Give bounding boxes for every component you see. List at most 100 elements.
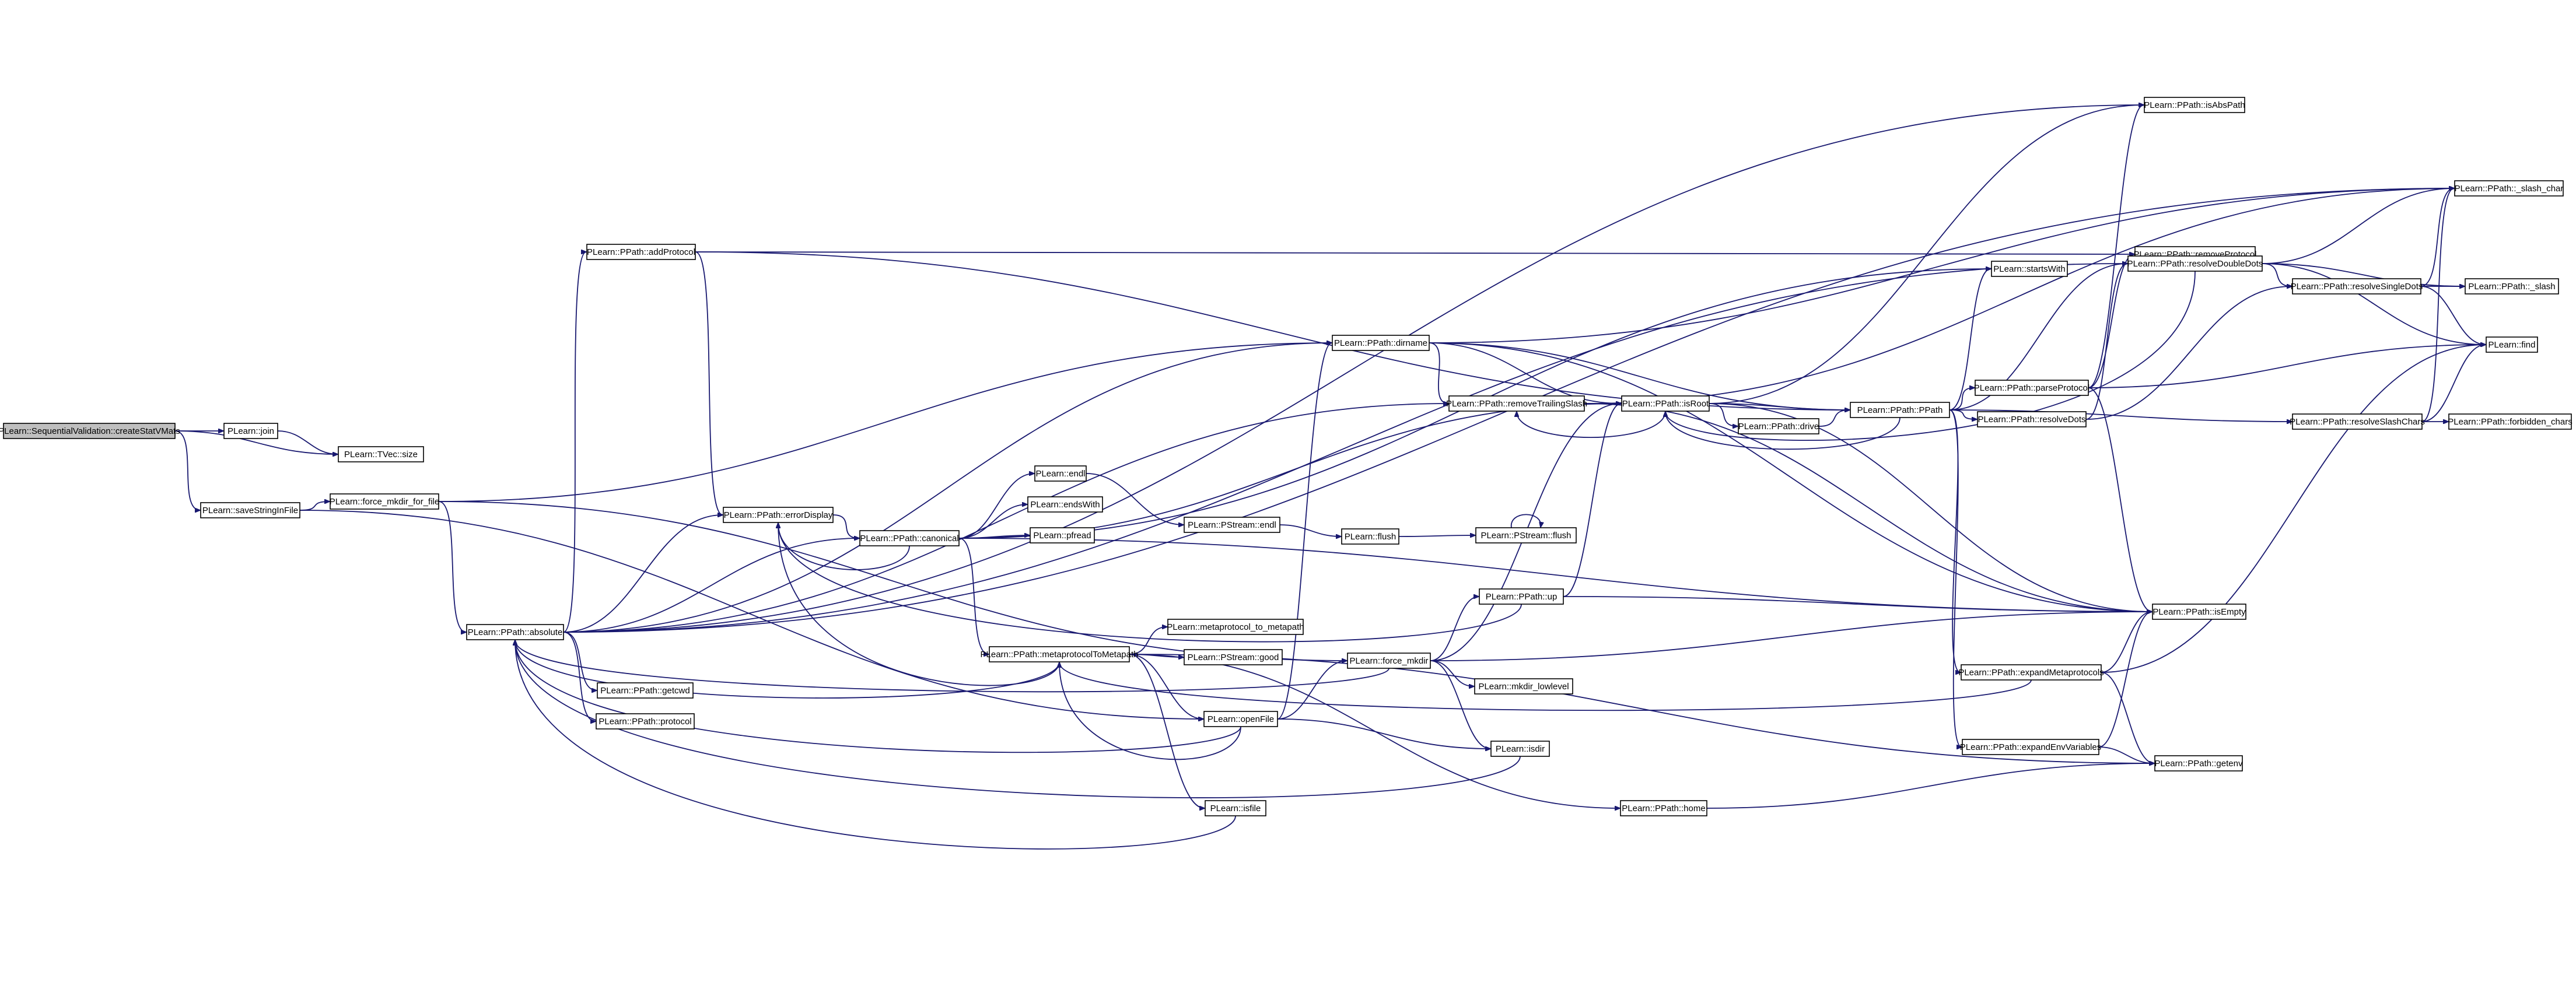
node-label: PLearn::PPath::forbidden_chars	[2448, 417, 2572, 427]
call-edge	[515, 640, 1521, 798]
node-home[interactable]: PLearn::PPath::home	[1620, 800, 1707, 816]
call-edge	[1706, 763, 2154, 809]
node-resolve-dots[interactable]: PLearn::PPath::resolveDots	[1977, 411, 2087, 427]
node-label: PLearn::SequentialValidation::createStat…	[0, 426, 180, 436]
call-edge	[1949, 264, 2127, 411]
call-edge	[2085, 264, 2127, 420]
call-edge	[2421, 188, 2454, 422]
call-edge	[563, 538, 859, 633]
node-label: PLearn::PPath::_slash	[2468, 282, 2555, 292]
node-metaprotocol-to-metapath-fn[interactable]: PLearn::metaprotocol_to_metapath	[1167, 619, 1304, 635]
edges-layer	[174, 105, 2486, 850]
call-edge	[958, 538, 989, 654]
call-edge	[1949, 409, 1961, 672]
node-label: PLearn::PPath::resolveDots	[1978, 415, 2085, 425]
call-edge	[277, 430, 338, 454]
node-force-mkdir[interactable]: PLearn::force_mkdir	[1347, 653, 1431, 669]
call-edge	[1129, 654, 2154, 763]
node-slash-char[interactable]: PLearn::PPath::_slash_char	[2454, 180, 2564, 197]
call-edge	[1429, 342, 2152, 612]
call-edge	[1277, 718, 1490, 749]
node-find[interactable]: PLearn::find	[2486, 336, 2538, 353]
node-open-file[interactable]: PLearn::openFile	[1203, 711, 1278, 727]
node-is-abs-path[interactable]: PLearn::PPath::isAbsPath	[2144, 97, 2245, 113]
node-label: PLearn::endsWith	[1030, 500, 1100, 510]
call-edge	[1511, 514, 1541, 528]
node-resolve-double-dots[interactable]: PLearn::PPath::resolveDoubleDots	[2127, 255, 2263, 272]
node-is-empty[interactable]: PLearn::PPath::isEmpty	[2152, 604, 2246, 620]
node-force-mkdir-for-file[interactable]: PLearn::force_mkdir_for_file	[330, 493, 439, 510]
node-label: PLearn::PPath::getenv	[2155, 759, 2243, 769]
node-label: PLearn::PPath::resolveSingleDots	[2291, 282, 2423, 292]
node-endl[interactable]: PLearn::endl	[1034, 465, 1087, 482]
node-isdir[interactable]: PLearn::isdir	[1490, 741, 1550, 757]
call-edge	[958, 504, 1027, 539]
node-dirname[interactable]: PLearn::PPath::dirname	[1332, 335, 1430, 351]
node-add-protocol[interactable]: PLearn::PPath::addProtocol	[586, 244, 696, 260]
node-getcwd[interactable]: PLearn::PPath::getcwd	[597, 682, 694, 699]
node-label: PLearn::PPath::up	[1486, 592, 1558, 602]
node-label: PLearn::PPath::isAbsPath	[2144, 100, 2245, 110]
node-tvec-size[interactable]: PLearn::TVec::size	[338, 446, 424, 462]
node-expand-metaprotocols[interactable]: PLearn::PPath::expandMetaprotocols	[1958, 664, 2104, 681]
call-edge	[832, 514, 859, 538]
node-resolve-slash-chars[interactable]: PLearn::PPath::resolveSlashChars	[2290, 413, 2425, 430]
node-drive[interactable]: PLearn::PPath::drive	[1738, 418, 1819, 434]
node-getenv[interactable]: PLearn::PPath::getenv	[2154, 755, 2243, 771]
node-label: PLearn::PPath::drive	[1738, 422, 1819, 432]
node-parse-protocol[interactable]: PLearn::PPath::parseProtocol	[1974, 380, 2090, 396]
call-edge	[1429, 342, 1448, 404]
node-protocol[interactable]: PLearn::PPath::protocol	[596, 713, 695, 730]
node-join[interactable]: PLearn::join	[223, 423, 278, 439]
node-label: PLearn::force_mkdir	[1349, 656, 1428, 666]
node-root[interactable]: PLearn::SequentialValidation::createStat…	[0, 423, 180, 439]
call-edge	[1429, 188, 2454, 343]
node-metaprotocol-to-metapath[interactable]: PLearn::PPath::metaprotocolToMetapath	[981, 646, 1139, 662]
node-label: PLearn::PPath::expandMetaprotocols	[1958, 668, 2104, 678]
call-edge	[2421, 345, 2486, 422]
node-ends-with[interactable]: PLearn::endsWith	[1027, 496, 1103, 513]
node-pfread[interactable]: PLearn::pfread	[1030, 527, 1095, 543]
node-starts-with[interactable]: PLearn::startsWith	[1991, 261, 2068, 277]
node-pstream-flush[interactable]: PLearn::PStream::flush	[1475, 527, 1577, 543]
call-edge	[1277, 661, 1347, 720]
node-remove-trailing-slash[interactable]: PLearn::PPath::removeTrailingSlash	[1446, 395, 1587, 412]
node-error-display[interactable]: PLearn::PPath::errorDisplay	[723, 507, 834, 523]
node-flush[interactable]: PLearn::flush	[1341, 528, 1399, 545]
node-forbidden-chars[interactable]: PLearn::PPath::forbidden_chars	[2448, 413, 2572, 430]
node-mkdir-lowlevel[interactable]: PLearn::mkdir_lowlevel	[1474, 678, 1573, 695]
node-absolute[interactable]: PLearn::PPath::absolute	[466, 624, 564, 640]
node-label: PLearn::force_mkdir_for_file	[330, 497, 439, 507]
call-edge	[778, 523, 1060, 686]
node-label: PLearn::PPath::canonical	[860, 534, 958, 543]
call-edge	[695, 251, 723, 515]
node-canonical[interactable]: PLearn::PPath::canonical	[859, 530, 960, 546]
node-ppath-ctor[interactable]: PLearn::PPath::PPath	[1850, 402, 1950, 418]
node-ppath-up[interactable]: PLearn::PPath::up	[1479, 588, 1564, 605]
nodes-layer: PLearn::SequentialValidation::createStat…	[0, 97, 2572, 816]
node-isfile[interactable]: PLearn::isfile	[1205, 800, 1266, 816]
node-label: PLearn::PPath::removeTrailingSlash	[1446, 399, 1587, 409]
call-edge	[515, 640, 1236, 850]
node-label: PLearn::PPath::PPath	[1857, 405, 1943, 415]
node-pstream-good[interactable]: PLearn::PStream::good	[1184, 649, 1283, 665]
node-is-root[interactable]: PLearn::PPath::isRoot	[1621, 395, 1710, 412]
node-slash[interactable]: PLearn::PPath::_slash	[2465, 278, 2559, 294]
call-edge	[515, 640, 1060, 699]
node-label: PLearn::TVec::size	[344, 450, 418, 460]
call-edge	[1430, 660, 1490, 749]
node-save-string-in-file[interactable]: PLearn::saveStringInFile	[200, 502, 300, 518]
call-edge	[438, 501, 466, 632]
node-label: PLearn::mkdir_lowlevel	[1478, 682, 1569, 692]
call-edge	[1563, 596, 2152, 612]
node-label: PLearn::PPath::errorDisplay	[724, 510, 833, 520]
node-label: PLearn::PPath::addProtocol	[587, 247, 695, 257]
node-pstream-endl[interactable]: PLearn::PStream::endl	[1184, 517, 1280, 533]
node-resolve-single-dots[interactable]: PLearn::PPath::resolveSingleDots	[2291, 278, 2423, 294]
call-edge	[2420, 286, 2486, 345]
node-label: PLearn::PPath::resolveDoubleDots	[2127, 259, 2263, 269]
node-expand-env-variables[interactable]: PLearn::PPath::expandEnvVariables	[1960, 739, 2101, 755]
call-edge	[2098, 746, 2154, 763]
call-edge	[1949, 409, 2292, 422]
